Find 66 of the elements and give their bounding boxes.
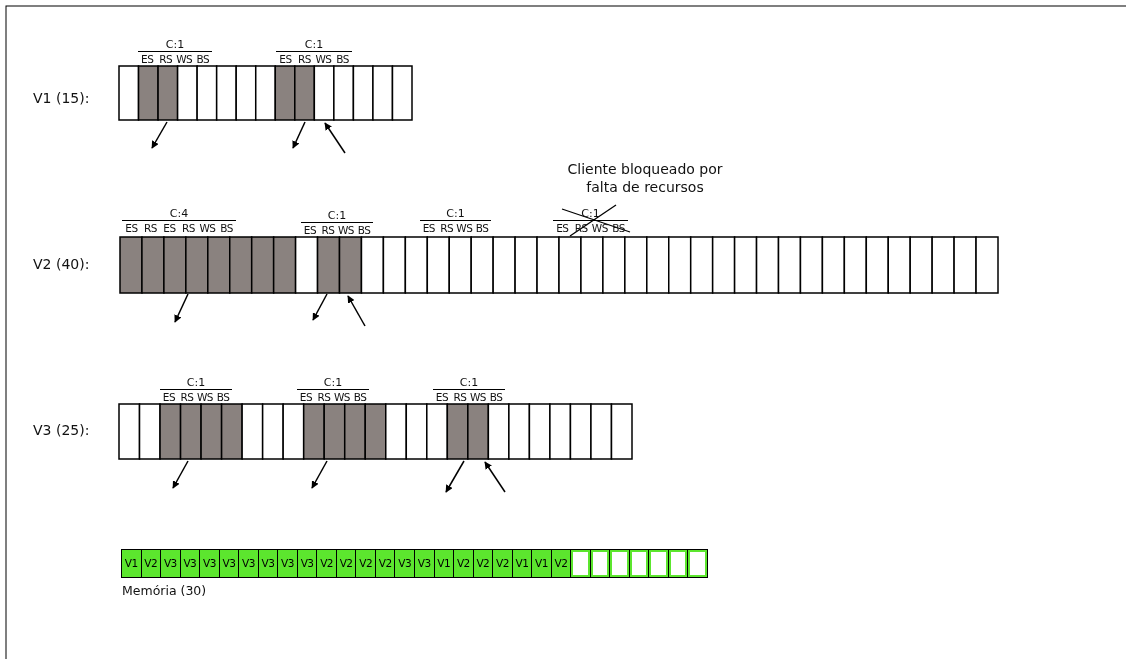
column-heading: WS <box>469 391 487 403</box>
memory-cell: V2 <box>453 549 474 578</box>
column-heading: ES <box>421 222 437 234</box>
column-heading: BS <box>335 53 350 65</box>
group-heading: C:1 <box>553 207 628 221</box>
column-heading: RS <box>181 222 196 234</box>
column-heading: BS <box>488 391 504 403</box>
column-heading: ES <box>162 222 177 234</box>
column-heading: RS <box>439 222 455 234</box>
row-label: V1 (15): <box>33 90 90 106</box>
empty-memory-cell <box>648 549 669 578</box>
row-label: V2 (40): <box>33 256 90 272</box>
row-label: V3 (25): <box>33 422 90 438</box>
column-heading: BS <box>352 391 368 403</box>
group-heading: C:1 <box>297 376 369 390</box>
column-heading: ES <box>124 222 139 234</box>
memory-cell: V3 <box>277 549 298 578</box>
column-heading: RS <box>158 53 174 65</box>
column-heading: WS <box>590 222 609 234</box>
group-heading: C:4 <box>122 207 236 221</box>
column-heading: RS <box>179 391 195 403</box>
memory-cell: V2 <box>492 549 513 578</box>
group-heading: C:1 <box>433 376 505 390</box>
memory-cell: V3 <box>160 549 181 578</box>
column-heading: BS <box>195 53 211 65</box>
memory-label: Memória (30) <box>122 583 207 598</box>
memory-cell: V3 <box>394 549 415 578</box>
column-heading: RS <box>297 53 312 65</box>
column-heading: RS <box>452 391 468 403</box>
memory-cell: V3 <box>238 549 259 578</box>
memory-cell: V2 <box>355 549 376 578</box>
column-heading: BS <box>474 222 490 234</box>
column-heading: RS <box>143 222 158 234</box>
column-heading: WS <box>337 224 355 236</box>
column-heading: ES <box>140 53 155 65</box>
column-heading: RS <box>316 391 332 403</box>
column-heading: WS <box>175 53 194 65</box>
memory-cell: V2 <box>316 549 337 578</box>
column-heading: WS <box>333 391 351 403</box>
column-heading: ES <box>298 391 314 403</box>
memory-cell: V3 <box>414 549 435 578</box>
column-heading: WS <box>196 391 214 403</box>
column-heading: WS <box>198 222 217 234</box>
column-heading: ES <box>434 391 450 403</box>
group-heading: C:1 <box>138 38 212 52</box>
empty-memory-cell <box>687 549 708 578</box>
group-heading: C:1 <box>160 376 232 390</box>
column-heading: ES <box>161 391 177 403</box>
column-heading: ES <box>302 224 318 236</box>
group-heading: C:1 <box>420 207 491 221</box>
memory-cell: V1 <box>531 549 552 578</box>
memory-cell: V1 <box>121 549 142 578</box>
empty-memory-cell <box>570 549 591 578</box>
column-heading: WS <box>314 53 333 65</box>
column-heading: ES <box>555 222 570 234</box>
group-heading: C:1 <box>301 209 373 223</box>
note-text: Cliente bloqueado por falta de recursos <box>566 160 724 196</box>
column-heading: RS <box>320 224 336 236</box>
column-heading: WS <box>455 222 474 234</box>
group-heading: C:1 <box>276 38 352 52</box>
empty-memory-cell <box>609 549 630 578</box>
column-heading: BS <box>356 224 372 236</box>
memory-cell: V3 <box>199 549 220 578</box>
column-heading: BS <box>219 222 234 234</box>
column-heading: BS <box>215 391 231 403</box>
column-heading: ES <box>278 53 293 65</box>
